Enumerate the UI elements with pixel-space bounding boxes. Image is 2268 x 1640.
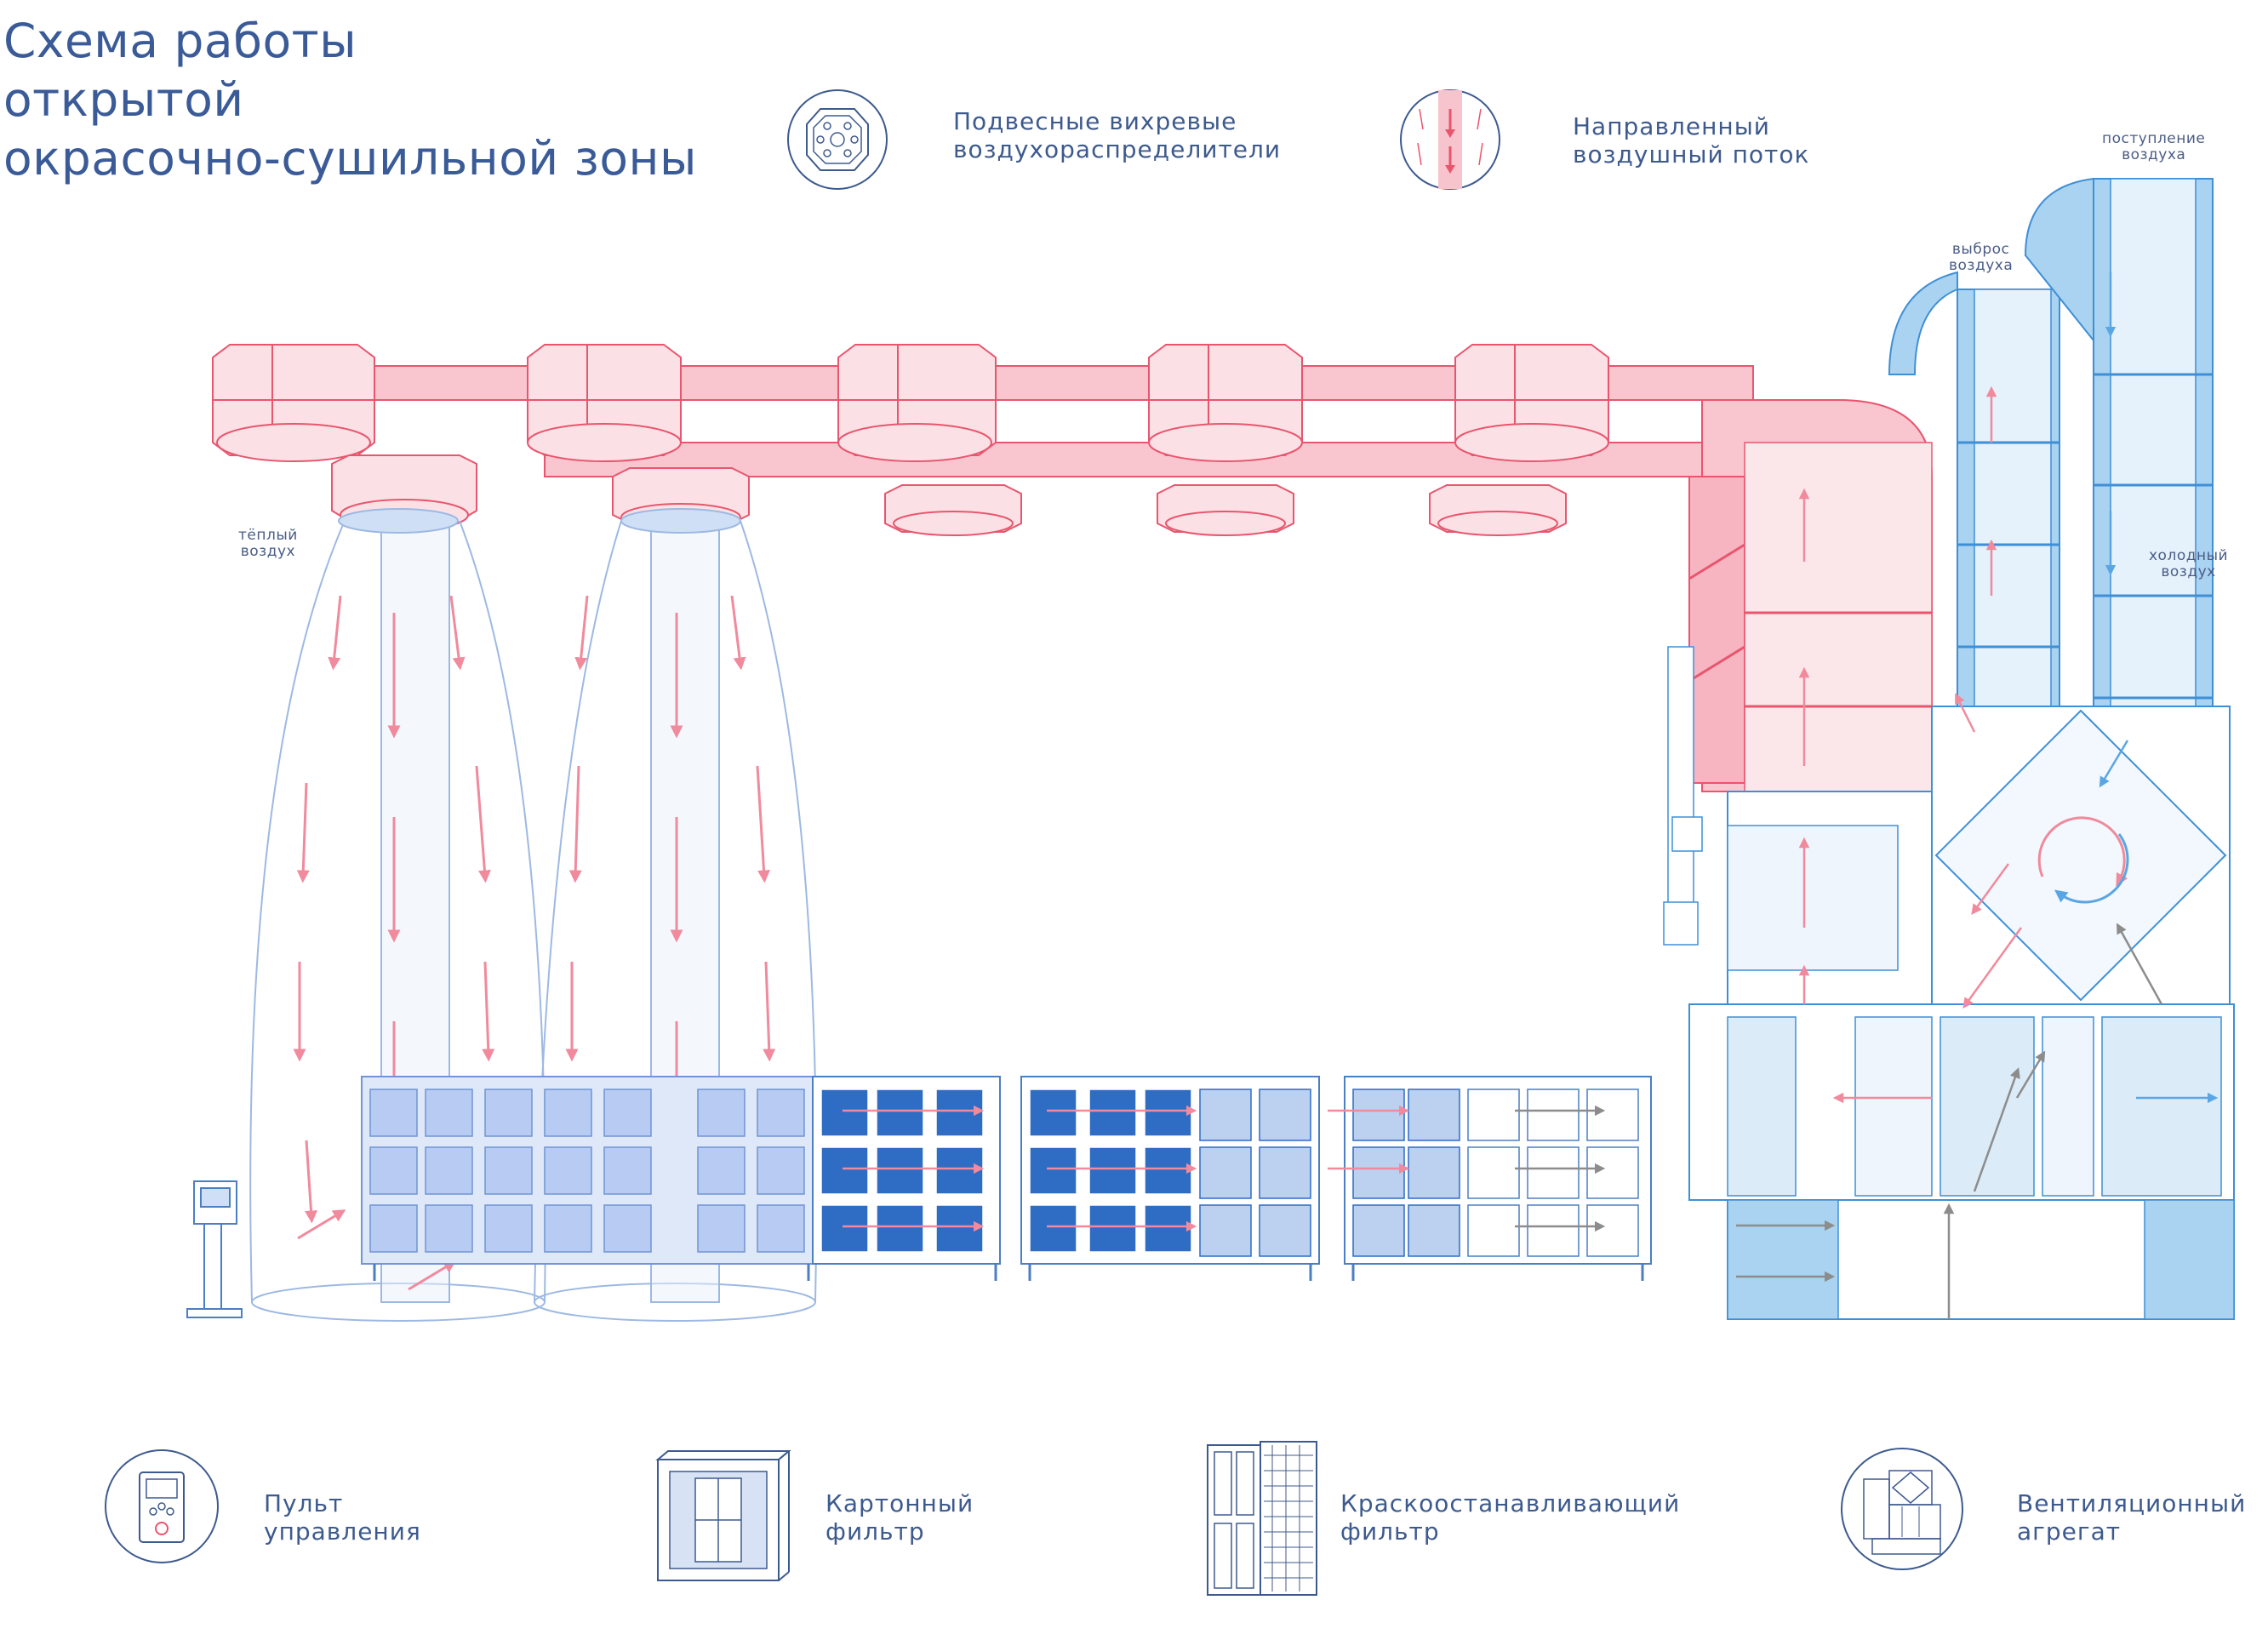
diffuser-1 <box>212 344 375 462</box>
legend-diffusers-line2: воздухораспределители <box>953 135 1282 163</box>
filter-wall <box>361 1076 1652 1281</box>
legend-paint-filter-label: Краскоостанавливающий фильтр <box>1340 1489 1680 1546</box>
annotation-cold-air-line1: холодный <box>2149 547 2229 564</box>
directed-airflow-icon <box>1400 89 1500 190</box>
legend-paint-filter-line1: Краскоостанавливающий <box>1340 1489 1681 1517</box>
diffuser-3b <box>884 484 1022 536</box>
annotation-warm-air-line2: воздух <box>240 543 296 560</box>
annotation-air-exhaust-line1: выброс <box>1951 241 2010 258</box>
annotation-air-exhaust-line2: воздуха <box>1949 257 2014 274</box>
annotation-cold-air: холодный воздух <box>2149 548 2228 580</box>
annotation-cold-air-line2: воздух <box>2161 563 2216 580</box>
octagon-diffuser-icon <box>787 89 888 190</box>
legend-cardboard-filter-line1: Картонный <box>826 1489 974 1517</box>
ventilation-unit-icon <box>1841 1448 1963 1570</box>
legend-cardboard-filter-label: Картонный фильтр <box>826 1489 974 1546</box>
legend-cardboard-filter-line2: фильтр <box>826 1517 925 1546</box>
legend-ventilation-unit-line2: агрегат <box>2017 1517 2122 1546</box>
diffuser-2 <box>527 344 682 462</box>
legend-airflow-line2: воздушный поток <box>1573 140 1810 169</box>
legend-paint-filter-line2: фильтр <box>1340 1517 1440 1546</box>
title-line-2: открытой <box>3 72 244 127</box>
diffuser-3 <box>837 344 997 462</box>
diffuser-5 <box>1454 344 1609 462</box>
annotation-air-exhaust: выброс воздуха <box>1949 242 2013 274</box>
ventilation-unit <box>1663 178 2235 1320</box>
legend-control-panel-label: Пульт управления <box>264 1489 421 1546</box>
legend-diffusers-line1: Подвесные вихревые <box>953 107 1237 135</box>
page-title: Схема работы открытой окрасочно-сушильно… <box>3 12 769 188</box>
title-line-3: окрасочно-сушильной зоны <box>3 131 697 186</box>
legend-airflow-line1: Направленный <box>1573 112 1770 140</box>
control-panel-icon <box>105 1449 219 1563</box>
annotation-warm-air-line1: тёплый <box>238 527 298 544</box>
control-panel-kiosk <box>186 1180 243 1318</box>
diffuser-5b <box>1429 484 1567 536</box>
legend-diffusers-label: Подвесные вихревые воздухораспределители <box>953 107 1281 163</box>
filter-panels-translucent <box>369 1089 805 1253</box>
legend-ventilation-unit-line1: Вентиляционный <box>2017 1489 2247 1517</box>
title-line-1: Схема работы <box>3 14 357 68</box>
filter-panels-mesh <box>1199 1089 1460 1257</box>
diffuser-units <box>212 344 1609 536</box>
legend-airflow-label: Направленный воздушный поток <box>1573 112 1809 169</box>
filter-panels-solid <box>820 1089 1192 1253</box>
legend-ventilation-unit-label: Вентиляционный агрегат <box>2017 1489 2246 1546</box>
annotation-air-intake: поступление воздуха <box>2102 131 2205 163</box>
legend-control-panel-line1: Пульт <box>264 1489 344 1517</box>
diffuser-4b <box>1157 484 1294 536</box>
legend-control-panel-line2: управления <box>264 1517 421 1546</box>
filter-panels-empty <box>1467 1089 1639 1257</box>
annotation-air-intake-line2: воздуха <box>2122 146 2186 163</box>
annotation-air-intake-line1: поступление <box>2102 130 2206 147</box>
diffuser-4 <box>1148 344 1303 462</box>
annotation-warm-air: тёплый воздух <box>238 528 298 560</box>
cardboard-filter-icon <box>655 1450 791 1581</box>
paint-arrest-filter-icon <box>1207 1441 1317 1596</box>
